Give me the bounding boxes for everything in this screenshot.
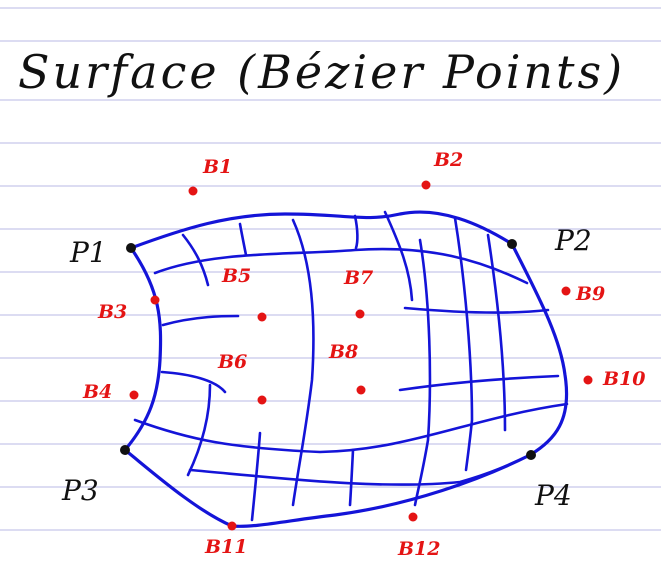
bezier-label-b8: B8 [328,341,358,363]
surface-grid-columns [181,210,507,522]
bezier-label-b6: B6 [217,351,247,373]
bezier-point-b4 [129,390,139,400]
bezier-point-b11 [227,521,237,531]
corner-label-p2: P2 [554,224,592,257]
corner-points: P1 P2 P3 P4 [61,224,592,512]
bezier-label-b11: B11 [204,536,248,558]
bezier-point-b6 [257,395,267,405]
bezier-point-b2 [421,180,431,190]
ruled-lines [0,7,661,531]
grid-line [486,233,507,432]
bezier-point-b3 [150,295,160,305]
grid-line [238,222,248,257]
corner-label-p4: P4 [534,479,572,512]
corner-point-p3 [120,445,130,455]
bezier-label-b1: B1 [202,156,232,178]
grid-line [186,383,212,477]
bezier-label-b12: B12 [397,538,441,560]
surface-boundary [123,210,569,528]
bezier-label-b4: B4 [82,381,112,403]
bezier-point-b9 [561,286,571,296]
bezier-label-b10: B10 [602,368,646,390]
grid-line [160,370,227,394]
grid-line [133,402,569,454]
bezier-point-b5 [257,312,267,322]
bezier-point-b12 [408,512,418,522]
grid-line [291,218,315,507]
surface-grid [133,247,569,486]
bezier-label-b2: B2 [433,149,463,171]
bezier-points: B1 B2 B3 B4 B5 B6 B7 B8 B9 B10 B11 B12 [82,149,646,560]
corner-point-p4 [526,450,536,460]
bezier-label-b9: B9 [575,283,605,305]
grid-line [403,306,550,314]
grid-line [348,448,355,507]
bezier-label-b3: B3 [97,301,127,323]
grid-line [153,247,529,285]
page-title: Surface (Bézier Points) [18,45,625,99]
bezier-point-b1 [188,186,198,196]
bezier-label-b5: B5 [221,265,251,287]
grid-line [188,453,532,486]
corner-point-p2 [507,239,517,249]
grid-line [181,233,210,287]
bezier-point-b8 [356,385,366,395]
grid-line [453,216,474,472]
corner-label-p1: P1 [69,236,107,269]
grid-line [398,374,560,392]
grid-line [161,314,240,327]
bezier-label-b7: B7 [343,267,373,289]
grid-line [250,431,262,522]
corner-label-p3: P3 [61,474,99,507]
corner-point-p1 [126,243,136,253]
grid-line [413,238,432,507]
grid-line [353,214,359,250]
bezier-point-b10 [583,375,593,385]
bezier-point-b7 [355,309,365,319]
grid-line [383,210,414,302]
